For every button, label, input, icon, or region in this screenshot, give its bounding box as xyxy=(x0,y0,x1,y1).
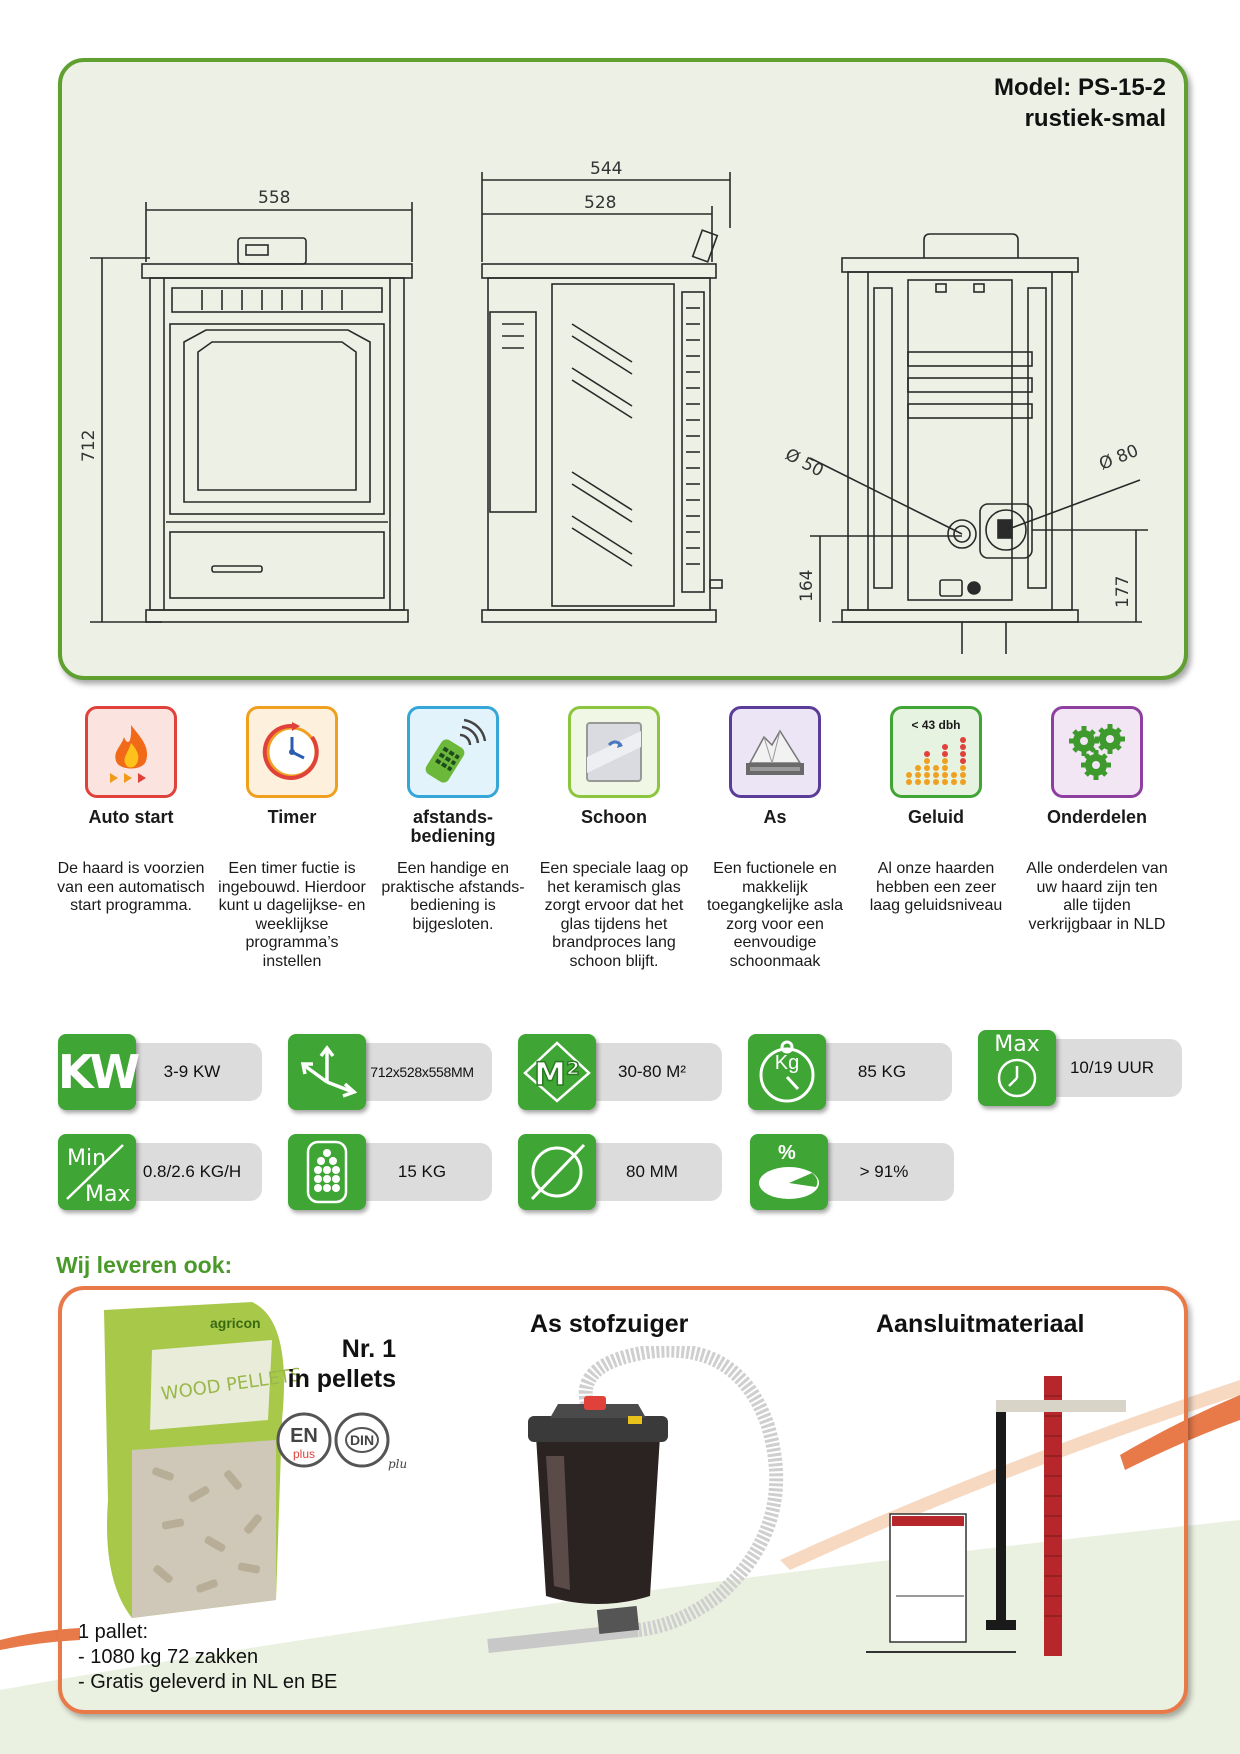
sound-level-badge: < 43 dbh xyxy=(911,718,961,732)
spec-area: 30-80 M² M² xyxy=(518,1034,724,1114)
en-plus-sub: plus xyxy=(293,1447,315,1461)
feature-title: Auto start xyxy=(88,807,174,827)
feature-title: Geluid xyxy=(907,807,964,827)
feature-auto-start: Auto start De haard is voorzien van een … xyxy=(56,706,206,916)
also-supply-heading: Wij leveren ook: xyxy=(56,1252,233,1278)
axes-icon xyxy=(288,1034,366,1110)
max-label: Max xyxy=(85,1182,130,1207)
feature-title: Timer xyxy=(267,807,317,827)
diameter-icon xyxy=(518,1134,596,1210)
pellets-title: Nr. 1 in pellets xyxy=(268,1334,396,1394)
feature-clean-glass: Schoon Een speciale laag op het keramisc… xyxy=(539,706,689,971)
pellet-tank-icon xyxy=(288,1134,366,1210)
spec-consumption: 0.8/2.6 KG/H Min Max xyxy=(58,1134,264,1214)
feature-description: Al onze haarden hebben een zeer laag gel… xyxy=(869,860,1003,914)
spec-value: 30-80 M² xyxy=(582,1043,722,1101)
din-plus-sub: plus xyxy=(388,1457,406,1471)
model-title: Model: PS-15-2 rustiek-smal xyxy=(994,72,1166,134)
feature-description: Een handige en praktische afstands- bedi… xyxy=(381,860,525,933)
spec-value: 3-9 KW xyxy=(122,1043,262,1101)
area-icon-label: M² xyxy=(534,1055,580,1093)
model-variant: rustiek-smal xyxy=(1024,105,1166,132)
certification-logos: EN plus DIN plus xyxy=(276,1412,406,1471)
en-plus-logo: EN xyxy=(290,1425,318,1447)
front-height-label: 712 xyxy=(79,430,99,462)
gears-icon xyxy=(1051,706,1143,798)
pellet-brand: agricon xyxy=(210,1315,261,1331)
model-name: Model: PS-15-2 xyxy=(993,74,1166,101)
flame-icon xyxy=(85,706,177,798)
feature-description: Een fuctionele en makkelijk toegangkelij… xyxy=(706,860,844,970)
feature-title: As xyxy=(763,807,787,827)
spec-dimensions: 712x528x558MM xyxy=(288,1034,494,1114)
front-view xyxy=(90,202,413,623)
min-max-icon: Min Max xyxy=(58,1134,136,1210)
weight-icon: Kg xyxy=(748,1034,826,1110)
pallet-info: 1 pallet: - 1080 kg 72 zakken - Gratis g… xyxy=(78,1620,337,1695)
pipe-small-label: Ø 50 xyxy=(782,445,827,482)
pallet-line: - Gratis geleverd in NL en BE xyxy=(78,1671,338,1693)
dimension-drawing-panel: Model: PS-15-2 rustiek-smal xyxy=(58,58,1188,680)
spec-value: 15 KG xyxy=(352,1143,492,1201)
spec-value: 80 MM xyxy=(582,1143,722,1201)
also-supply-panel xyxy=(58,1286,1188,1714)
max-time-icon: Max xyxy=(978,1030,1056,1106)
connection-title: Aansluitmateriaal xyxy=(876,1310,1085,1338)
spec-value: 0.8/2.6 KG/H xyxy=(122,1143,262,1201)
feature-description: Een speciale laag op het keramisch glas … xyxy=(539,860,689,970)
spec-power: 3-9 KW KW xyxy=(58,1034,264,1114)
spec-value: 85 KG xyxy=(812,1043,952,1101)
spec-value: 712x528x558MM xyxy=(352,1043,492,1101)
side-body-label: 528 xyxy=(584,193,616,213)
height-large-label: 177 xyxy=(1113,576,1133,608)
ash-vacuum-image xyxy=(487,1346,784,1653)
remote-icon xyxy=(407,706,499,798)
connection-diagram xyxy=(866,1376,1126,1656)
glass-icon xyxy=(568,706,660,798)
spec-pipe-diameter: 80 MM xyxy=(518,1134,724,1214)
spec-burn-time: 10/19 UUR Max xyxy=(978,1030,1184,1110)
vacuum-title: As stofzuiger xyxy=(530,1310,689,1338)
area-icon: M² xyxy=(518,1034,596,1110)
side-view xyxy=(481,172,731,623)
side-total-label: 544 xyxy=(590,159,622,179)
spec-value: 10/19 UUR xyxy=(1042,1039,1182,1097)
pellet-bag-image: agricon WOOD PELLETS xyxy=(104,1302,303,1618)
feature-title: Onderdelen xyxy=(1046,807,1148,827)
kw-icon: KW xyxy=(58,1034,140,1110)
pallet-line: 1 pallet: xyxy=(78,1621,149,1643)
feature-parts: Onderdelen Alle onderdelen van uw haard … xyxy=(1022,706,1172,934)
feature-title: Schoon xyxy=(581,807,647,827)
pellets-title-line1: Nr. 1 xyxy=(341,1335,396,1363)
efficiency-icon-label: % xyxy=(778,1142,796,1164)
feature-timer: Timer Een timer fuctie is ingebouwd. Hie… xyxy=(217,706,367,971)
height-small-label: 164 xyxy=(797,570,817,602)
max-time-icon-label: Max xyxy=(994,1032,1040,1057)
clock-icon xyxy=(246,706,338,798)
feature-title: afstands- bediening xyxy=(410,807,496,846)
feature-description: Een timer fuctie is ingebouwd. Hierdoor … xyxy=(218,860,366,970)
weight-icon-label: Kg xyxy=(775,1052,799,1074)
ash-tray-icon xyxy=(729,706,821,798)
feature-remote-control: afstands- bediening Een handige en prakt… xyxy=(378,706,528,934)
pallet-line: - 1080 kg 72 zakken xyxy=(78,1646,259,1668)
feature-ash: As Een fuctionele en makkelijk toegangke… xyxy=(700,706,850,971)
feature-sound: < 43 dbh Geluid Al onze haarden hebben xyxy=(861,706,1011,916)
spec-pellet-tank: 15 KG xyxy=(288,1134,494,1214)
spec-value: > 91% xyxy=(814,1143,954,1201)
feature-row: Auto start De haard is voorzien van een … xyxy=(56,706,1186,1006)
efficiency-icon: % xyxy=(750,1134,828,1210)
spec-efficiency: > 91% % xyxy=(750,1134,956,1214)
spec-weight: 85 KG Kg xyxy=(748,1034,954,1114)
feature-description: De haard is voorzien van een automatisch… xyxy=(57,860,205,914)
front-width-label: 558 xyxy=(258,188,290,208)
feature-description: Alle onderdelen van uw haard zijn ten al… xyxy=(1026,860,1168,933)
sound-level-icon: < 43 dbh xyxy=(890,706,982,798)
back-view xyxy=(809,233,1148,654)
stove-technical-drawing: 558 712 544 528 Ø 50 Ø 80 164 177 xyxy=(79,159,1148,654)
din-plus-logo: DIN xyxy=(350,1432,374,1448)
pellets-title-line2: in pellets xyxy=(287,1365,396,1393)
side-louvres xyxy=(571,323,633,567)
pipe-large-label: Ø 80 xyxy=(1096,441,1141,475)
